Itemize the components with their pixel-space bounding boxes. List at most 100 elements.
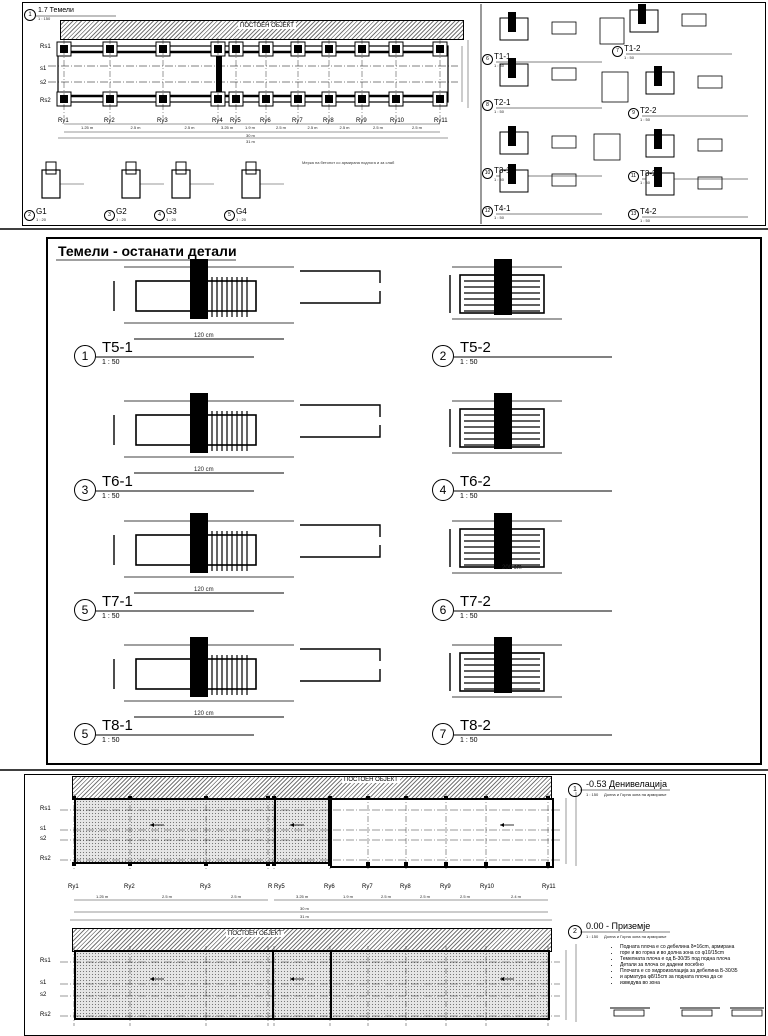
beam-detail-scale: 1 : 20 bbox=[36, 217, 47, 222]
detail-name: T5-2 bbox=[460, 339, 491, 356]
sheet1-span-dim: 1.25 m bbox=[81, 125, 94, 130]
sheet3-small-details bbox=[610, 1007, 764, 1017]
plan1-axis-bottom: R Ry5 bbox=[268, 884, 285, 890]
sheet1-span-dim: 1.9 m bbox=[245, 125, 256, 130]
sheet1-axis-bottom: Ry1 bbox=[58, 118, 69, 124]
sheet1-axis-rs2: Rs2 bbox=[40, 98, 51, 104]
plan1-span-dim: 1.25 m bbox=[96, 894, 109, 899]
plan2-existing-label: ПОСТОЕН ОБЈЕКТ bbox=[226, 931, 284, 937]
beam-detail-name: G4 bbox=[236, 207, 247, 216]
beam-detail-number: 5 bbox=[224, 210, 235, 221]
plan1-column-marker bbox=[328, 862, 332, 866]
plan1-axis-bottom: Ry3 bbox=[200, 884, 211, 890]
right-detail-name: T1-2 bbox=[624, 44, 641, 53]
sheet1-title-underline bbox=[36, 15, 116, 17]
sheet-separator-1 bbox=[0, 228, 768, 230]
plan2-title: 0.00 - Приземје bbox=[586, 921, 651, 931]
plan1-span-dim: 1.9 m bbox=[343, 894, 354, 899]
plan1-axis-bottom: Ry11 bbox=[542, 884, 556, 890]
plan1-title-underline bbox=[580, 789, 670, 791]
detail-width-label: 120 cm bbox=[194, 467, 214, 473]
beam-detail-scale: 1 : 20 bbox=[116, 217, 127, 222]
sheet1-total-dim-1: 30 m bbox=[246, 133, 255, 138]
sheet1-axis-bottom: Ry9 bbox=[356, 118, 367, 124]
sheet1-right-divider bbox=[480, 4, 482, 224]
plan1-arrowhead bbox=[150, 823, 154, 827]
detail-name: T7-2 bbox=[460, 593, 491, 610]
right-detail-scale: 1 : 50 bbox=[494, 215, 505, 220]
sheet1-span-dim: 2.5 m bbox=[339, 125, 350, 130]
plan2-arrowhead bbox=[500, 977, 504, 981]
right-detail-column-T3-2 bbox=[654, 129, 662, 149]
plan1-column-marker bbox=[546, 796, 550, 800]
right-detail-name: T4-1 bbox=[494, 204, 511, 213]
plan1-column-marker bbox=[72, 862, 76, 866]
detail-bar-shape-2 bbox=[300, 291, 381, 304]
detail-number: 6 bbox=[432, 599, 454, 621]
detail-number: 5 bbox=[74, 723, 96, 745]
slab-note-item: горе и во горна и во долна зона со φ10/1… bbox=[620, 950, 768, 956]
plan1-slab-left bbox=[74, 798, 276, 864]
plan1-axis-bottom: Ry7 bbox=[362, 884, 373, 890]
plan1-axis-bottom: Ry9 bbox=[440, 884, 451, 890]
detail-name: T6-2 bbox=[460, 473, 491, 490]
detail-number: 1 bbox=[74, 345, 96, 367]
plan1-span-dim: 2.5 m bbox=[381, 894, 392, 899]
sheet1-total-dim-2: 31 m bbox=[246, 139, 255, 144]
plan1-column-marker bbox=[128, 862, 132, 866]
plan2-axis-label: Rs2 bbox=[40, 1012, 51, 1018]
sheet1-axis-bottom: Ry10 bbox=[390, 118, 405, 124]
beam-detail-scale: 1 : 20 bbox=[236, 217, 247, 222]
beam-detail-number: 4 bbox=[154, 210, 165, 221]
plan1-span-dim: 2.5 m bbox=[460, 894, 471, 899]
right-detail-stirrup-T1-2 bbox=[681, 13, 707, 27]
plan1-column-marker bbox=[266, 796, 270, 800]
right-detail-scale: 1 : 50 bbox=[624, 55, 635, 60]
plan1-column-marker bbox=[546, 862, 550, 866]
sheet1-title: 1.7 Темели bbox=[38, 7, 74, 14]
plan1-arrowhead bbox=[290, 823, 294, 827]
right-detail-number: 11 bbox=[628, 171, 639, 182]
sheet1-axis-bottom: Ry5 bbox=[230, 118, 241, 124]
right-detail-column-T1-1 bbox=[508, 12, 516, 32]
plan1-axis-label: s1 bbox=[40, 826, 47, 832]
sheet-foundations-plan: 1 1.7 Темели 1 : 150 ПОСТОЕН ОБЈЕКТ Rs1 … bbox=[0, 0, 768, 228]
plan1-column-marker bbox=[328, 796, 332, 800]
sheet2-details-drawing bbox=[96, 259, 612, 736]
plan1-axis-bottom: Ry1 bbox=[68, 884, 79, 890]
plan1-column-marker bbox=[266, 862, 270, 866]
right-detail-scale: 1 : 50 bbox=[640, 117, 651, 122]
detail-scale: 1 : 50 bbox=[460, 493, 478, 500]
right-detail-number: 13 bbox=[628, 209, 639, 220]
beam-section-stem-G1 bbox=[45, 161, 57, 175]
right-detail-name: T3-1 bbox=[494, 166, 511, 175]
right-detail-name: T2-2 bbox=[640, 106, 657, 115]
detail-column-T8-1 bbox=[190, 637, 208, 697]
detail-scale: 1 : 50 bbox=[460, 359, 478, 366]
sheet1-span-dim: 2.5 m bbox=[307, 125, 318, 130]
slab-note-item: Плочата е со хидроизолација за дебелина … bbox=[620, 968, 768, 974]
plan2-arrowhead bbox=[290, 977, 294, 981]
right-detail-scale: 1 : 50 bbox=[494, 63, 505, 68]
right-detail-scale: 1 : 50 bbox=[640, 218, 651, 223]
sheet1-span-dim: 2.5 m bbox=[373, 125, 384, 130]
sheet1-axis-bottom: Ry6 bbox=[260, 118, 271, 124]
sheet2-title: Темели - останати детали bbox=[58, 243, 237, 259]
plan1-span-dim: 2.5 m bbox=[420, 894, 431, 899]
slab-note-item: и арматура φ8/15cm за подната плоча да с… bbox=[620, 974, 768, 980]
beam-section-stem-G2 bbox=[125, 161, 137, 175]
sheet1-span-dim: 3.25 m bbox=[221, 125, 234, 130]
right-detail-stirrup-T3-2 bbox=[697, 138, 723, 152]
right-detail-column-T4-1 bbox=[508, 164, 516, 184]
plan1-connector-beam bbox=[216, 56, 222, 92]
sheet1-span-dim: 2.5 m bbox=[412, 125, 423, 130]
right-detail-stirrup-T3-1 bbox=[551, 135, 577, 149]
slab-note-item: изведува во зона bbox=[620, 980, 768, 986]
detail-column-T5-1 bbox=[190, 259, 208, 319]
plan1-column-marker bbox=[444, 796, 448, 800]
right-detail-stirrup-T4-2 bbox=[697, 176, 723, 190]
right-plan-square-1 bbox=[599, 17, 625, 45]
plan1-axis-bottom: Ry8 bbox=[400, 884, 411, 890]
detail-width-label: 200 cm bbox=[502, 565, 522, 571]
plan1-column-marker bbox=[404, 862, 408, 866]
